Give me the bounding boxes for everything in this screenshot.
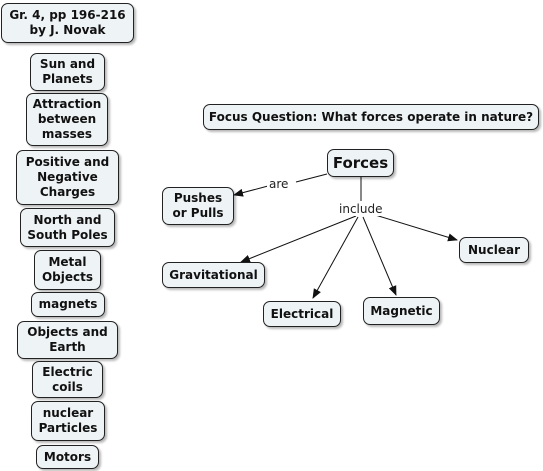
link-include-magnetic bbox=[362, 216, 397, 296]
link-include-electrical bbox=[312, 216, 359, 299]
concept-forces[interactable]: Forces bbox=[327, 149, 394, 177]
concept-gravitational[interactable]: Gravitational bbox=[162, 262, 265, 288]
title-node[interactable]: Gr. 4, pp 196-216 by J. Novak bbox=[1, 3, 134, 43]
link-label-include: include bbox=[337, 202, 385, 216]
focus-question[interactable]: Focus Question: What forces operate in n… bbox=[203, 104, 539, 130]
link-include-nuclear bbox=[371, 213, 458, 242]
left-node-nuclear-particles[interactable]: nuclear Particles bbox=[31, 401, 105, 441]
left-node-magnets[interactable]: magnets bbox=[31, 292, 105, 317]
concept-pushes-or-pulls[interactable]: Pushes or Pulls bbox=[162, 187, 234, 225]
left-node-objects-and-earth[interactable]: Objects and Earth bbox=[17, 321, 118, 359]
concept-electrical[interactable]: Electrical bbox=[263, 301, 341, 327]
link-forces-are bbox=[295, 173, 328, 183]
left-node-motors[interactable]: Motors bbox=[36, 445, 99, 469]
link-label-are: are bbox=[267, 177, 291, 191]
link-include-gravitational bbox=[240, 215, 357, 263]
left-node-positive-and-negative-charges[interactable]: Positive and Negative Charges bbox=[16, 150, 119, 205]
left-node-electric-coils[interactable]: Electric coils bbox=[32, 361, 103, 398]
link-are-pushes bbox=[233, 185, 269, 197]
concept-magnetic[interactable]: Magnetic bbox=[363, 297, 440, 325]
left-node-sun-and-planets[interactable]: Sun and Planets bbox=[30, 53, 105, 91]
left-node-attraction-between-masses[interactable]: Attraction between masses bbox=[26, 93, 108, 146]
left-node-north-and-south-poles[interactable]: North and South Poles bbox=[20, 208, 115, 247]
left-node-metal-objects[interactable]: Metal Objects bbox=[34, 250, 101, 290]
concept-nuclear[interactable]: Nuclear bbox=[459, 237, 529, 263]
